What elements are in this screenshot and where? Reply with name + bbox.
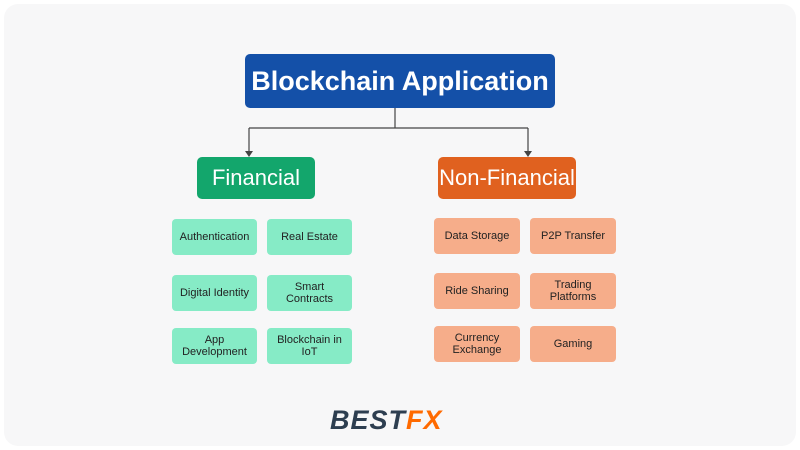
root-node: Blockchain Application (245, 54, 555, 108)
logo-part2: FX (406, 405, 443, 435)
financial-item: Real Estate (267, 219, 352, 255)
non-financial-item: Currency Exchange (434, 326, 520, 362)
connector-lines (245, 108, 532, 157)
financial-node: Financial (197, 157, 315, 199)
financial-item: Blockchain in IoT (267, 328, 352, 364)
non-financial-item: Ride Sharing (434, 273, 520, 309)
financial-item: Digital Identity (172, 275, 257, 311)
financial-item: Smart Contracts (267, 275, 352, 311)
non-financial-item: Trading Platforms (530, 273, 616, 309)
non-financial-item: Data Storage (434, 218, 520, 254)
non-financial-item: P2P Transfer (530, 218, 616, 254)
non-financial-item: Gaming (530, 326, 616, 362)
financial-item: App Development (172, 328, 257, 364)
bestfx-logo: BESTFX (330, 405, 443, 436)
non-financial-node: Non-Financial (438, 157, 576, 199)
financial-item: Authentication (172, 219, 257, 255)
logo-part1: BEST (330, 405, 407, 435)
